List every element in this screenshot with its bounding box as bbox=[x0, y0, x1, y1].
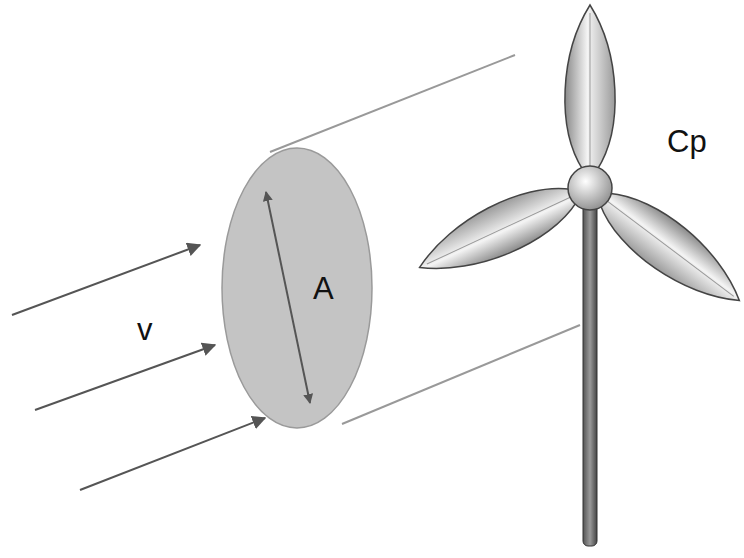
turbine-hub bbox=[568, 166, 612, 210]
coefficient-label: Cp bbox=[667, 126, 707, 157]
turbine-tower bbox=[583, 190, 597, 546]
turbine-blades bbox=[409, 5, 744, 321]
area-label: A bbox=[313, 273, 334, 304]
velocity-label: v bbox=[137, 314, 153, 345]
